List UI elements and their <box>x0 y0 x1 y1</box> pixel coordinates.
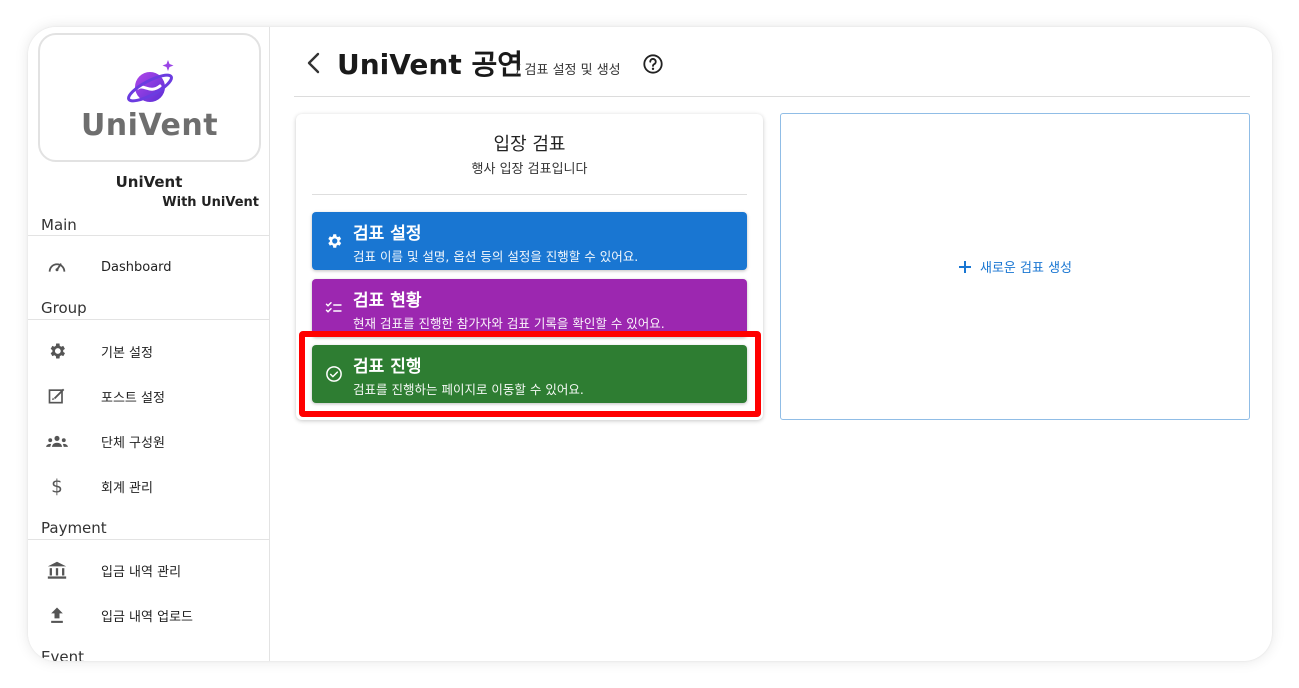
groups-icon <box>46 430 68 452</box>
ticket-card-title: 입장 검표 <box>493 134 566 155</box>
sidebar-item-label: 입금 내역 업로드 <box>101 609 193 625</box>
section-divider <box>28 235 269 236</box>
help-icon[interactable] <box>642 53 664 75</box>
org-name: UniVent <box>115 173 183 191</box>
sidebar-item-label: 입금 내역 관리 <box>101 564 182 580</box>
sidebar-item-post-settings[interactable]: 포스트 설정 <box>28 376 269 416</box>
back-chevron-icon[interactable] <box>304 51 324 75</box>
new-ticket-content: 새로운 검표 생성 <box>781 257 1249 276</box>
sidebar-item-label: 포스트 설정 <box>101 390 165 406</box>
action-title: 검표 설정 <box>353 224 422 244</box>
gear-icon <box>328 234 342 248</box>
speedometer-icon <box>46 256 68 278</box>
sidebar-item-label: 단체 구성원 <box>101 435 165 451</box>
logo-card[interactable]: UniVent <box>38 33 261 162</box>
sidebar-item-accounting[interactable]: $ 회계 관리 <box>28 466 269 506</box>
ticket-card-subtitle: 행사 입장 검표입니다 <box>471 162 588 177</box>
ticket-settings-button[interactable]: 검표 설정 검표 이름 및 설명, 옵션 등의 설정을 진행할 수 있어요. <box>312 212 747 270</box>
checklist-icon <box>325 302 342 313</box>
page-title: UniVent 공연 <box>337 48 523 81</box>
gear-icon <box>46 340 68 362</box>
action-description: 검표를 진행하는 페이지로 이동할 수 있어요. <box>353 382 584 397</box>
org-subtitle: With UniVent <box>162 195 259 210</box>
upload-icon <box>46 604 68 626</box>
plus-icon <box>959 260 971 273</box>
section-label-event: Event <box>41 648 84 661</box>
action-description: 검표 이름 및 설명, 옵션 등의 설정을 진행할 수 있어요. <box>353 249 639 264</box>
sidebar-item-label: Dashboard <box>101 259 172 275</box>
ticket-card: 입장 검표 행사 입장 검표입니다 검표 설정 검표 이름 및 설명, 옵션 등… <box>296 114 763 420</box>
post-edit-icon <box>46 385 68 407</box>
header-divider <box>294 96 1250 97</box>
sidebar-item-deposit-history[interactable]: 입금 내역 관리 <box>28 550 269 590</box>
section-divider <box>28 319 269 320</box>
section-label-group: Group <box>41 299 87 317</box>
logo-wordmark: UniVent <box>80 108 219 143</box>
action-title: 검표 진행 <box>353 357 422 377</box>
dollar-icon: $ <box>46 475 68 497</box>
card-divider <box>312 194 747 195</box>
bank-icon <box>46 559 68 581</box>
ticket-status-button[interactable]: 검표 현황 현재 검표를 진행한 참가자와 검표 기록을 확인할 수 있어요. <box>312 279 747 337</box>
sidebar-item-label: 회계 관리 <box>101 480 153 496</box>
svg-text:$: $ <box>51 476 63 497</box>
section-label-payment: Payment <box>41 519 107 537</box>
planet-logo-icon <box>127 60 174 103</box>
sidebar: UniVent UniVent With UniVent Main Dashbo… <box>28 27 270 661</box>
sidebar-item-label: 기본 설정 <box>101 345 153 361</box>
action-description: 현재 검표를 진행한 참가자와 검표 기록을 확인할 수 있어요. <box>353 316 665 331</box>
sidebar-item-deposit-upload[interactable]: 입금 내역 업로드 <box>28 595 269 635</box>
check-circle-icon <box>326 366 342 382</box>
app-window: UniVent UniVent With UniVent Main Dashbo… <box>28 27 1272 661</box>
new-ticket-button[interactable]: 새로운 검표 생성 <box>780 113 1250 420</box>
sidebar-item-basic-settings[interactable]: 기본 설정 <box>28 331 269 371</box>
sidebar-item-members[interactable]: 단체 구성원 <box>28 421 269 461</box>
new-ticket-label: 새로운 검표 생성 <box>980 261 1072 276</box>
ticket-proceed-button[interactable]: 검표 진행 검표를 진행하는 페이지로 이동할 수 있어요. <box>312 345 747 403</box>
breadcrumb: / 검표 설정 및 생성 <box>516 63 621 78</box>
sidebar-item-dashboard[interactable]: Dashboard <box>28 247 269 287</box>
section-label-main: Main <box>41 216 77 234</box>
section-divider <box>28 539 269 540</box>
action-title: 검표 현황 <box>353 291 422 311</box>
